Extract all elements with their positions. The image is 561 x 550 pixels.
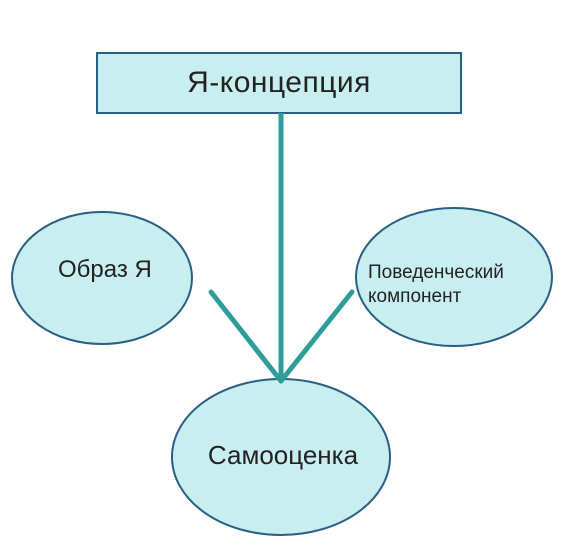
behavioral-component-line-1: Поведенческий	[368, 262, 504, 283]
connector-left	[208, 289, 284, 384]
right-ellipse	[355, 207, 553, 347]
title-box	[96, 52, 462, 114]
title-label: Я-концепция	[187, 66, 371, 99]
behavioral-component-line-2: компонент	[368, 286, 462, 307]
behavioral-component-label: Поведенческий компонент	[368, 261, 548, 309]
left-ellipse	[11, 211, 193, 345]
image-of-self-label: Образ Я	[58, 256, 152, 283]
self-esteem-label: Самооценка	[207, 440, 359, 470]
connector-right	[278, 289, 355, 384]
